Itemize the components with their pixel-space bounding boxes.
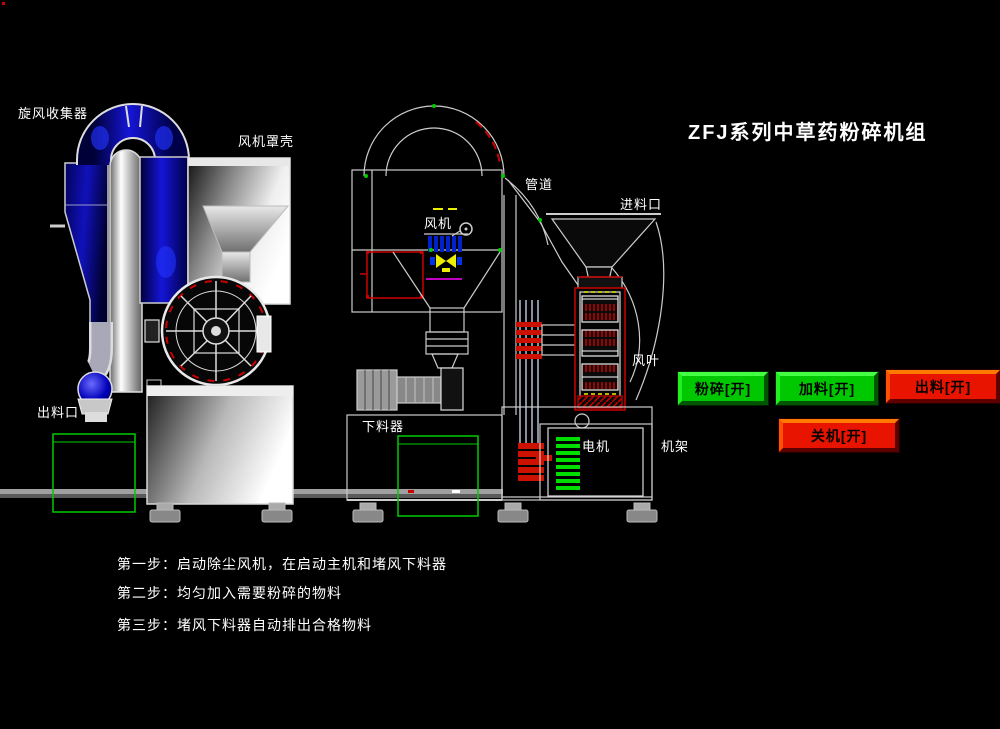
instruction-step-2: 第二步：均匀加入需要粉碎的物料 bbox=[117, 585, 342, 601]
feed-hopper bbox=[550, 218, 657, 268]
label-feeder: 下料器 bbox=[362, 419, 405, 434]
label-fan-housing: 风机罩壳 bbox=[238, 134, 295, 149]
right-machine-diagram bbox=[501, 213, 665, 501]
belt-pulley bbox=[518, 443, 552, 481]
red-inspection-box bbox=[360, 251, 424, 299]
middle-collection-bin bbox=[397, 435, 479, 517]
discharge-on-button[interactable]: 出料[开] bbox=[886, 370, 1000, 403]
cyclone-collector-shape bbox=[64, 162, 109, 340]
left-collection-bin bbox=[52, 433, 136, 513]
label-discharge-outlet: 出料口 bbox=[37, 405, 80, 420]
label-frame: 机架 bbox=[661, 439, 690, 454]
label-motor: 电机 bbox=[582, 439, 611, 454]
machine-feet bbox=[149, 502, 658, 523]
valve bbox=[430, 254, 462, 272]
grey-pipe bbox=[109, 149, 143, 393]
middle-machine-diagram bbox=[346, 104, 579, 517]
label-pipe: 管道 bbox=[525, 177, 554, 192]
instruction-step-3: 第三步：堵风下料器自动排出合格物料 bbox=[117, 617, 372, 633]
mill-door bbox=[160, 275, 272, 387]
shaft-coupling bbox=[516, 322, 542, 359]
blue-duct bbox=[139, 156, 189, 304]
page-title: ZFJ系列中草药粉碎机组 bbox=[688, 122, 928, 144]
fan-slats bbox=[428, 236, 462, 252]
shutdown-on-button[interactable]: 关机[开] bbox=[779, 419, 899, 452]
crusher-column bbox=[574, 276, 626, 411]
label-cyclone-collector: 旋风收集器 bbox=[18, 106, 89, 121]
left-machine-diagram bbox=[50, 103, 294, 513]
motor-shape bbox=[547, 413, 644, 497]
label-fan: 风机 bbox=[424, 216, 453, 231]
feeder-motor bbox=[356, 367, 464, 411]
label-feed-inlet: 进料口 bbox=[620, 197, 663, 212]
crush-on-button[interactable]: 粉碎[开] bbox=[678, 372, 768, 405]
instruction-step-1: 第一步：启动除尘风机，在启动主机和堵风下料器 bbox=[117, 556, 447, 572]
corner-marker bbox=[2, 2, 5, 5]
feed-on-button[interactable]: 加料[开] bbox=[776, 372, 878, 405]
label-fan-blade: 风叶 bbox=[632, 353, 661, 368]
machine-base bbox=[146, 385, 294, 505]
